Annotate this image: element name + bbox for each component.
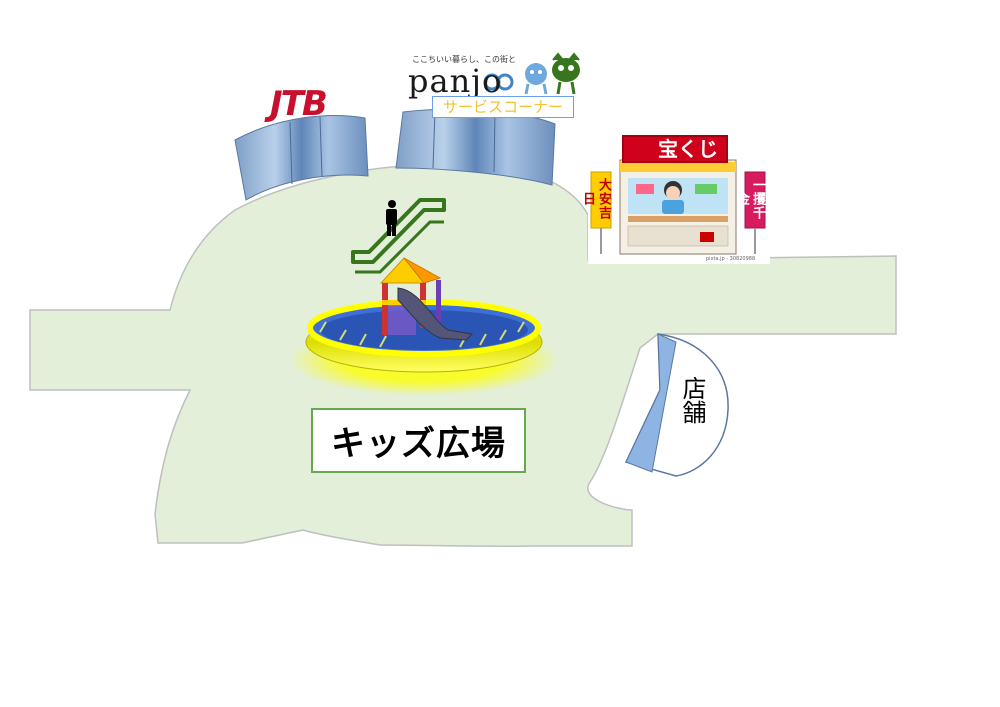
playground-icon — [289, 257, 559, 396]
shop-storefront — [624, 333, 729, 477]
shop-label: 店舗 — [678, 376, 706, 424]
panjo-logo: panjo — [408, 62, 503, 100]
service-corner-label: サービスコーナー — [432, 96, 574, 118]
jtb-storefront — [234, 115, 369, 201]
panjo-tagline: ここちいい暮らし、この街と — [412, 55, 516, 64]
banner-right: 一攫千金 — [734, 178, 765, 220]
image-credit: pixta.jp - 30820988 — [706, 256, 756, 262]
mascot-icon — [483, 52, 580, 95]
escalator-icon — [351, 198, 446, 274]
kids-plaza-label: キッズ広場 — [311, 408, 526, 473]
lottery-sign: 宝くじ — [622, 135, 728, 163]
banner-left: 大安吉日 — [580, 178, 611, 220]
jtb-logo: JTB — [270, 84, 328, 124]
